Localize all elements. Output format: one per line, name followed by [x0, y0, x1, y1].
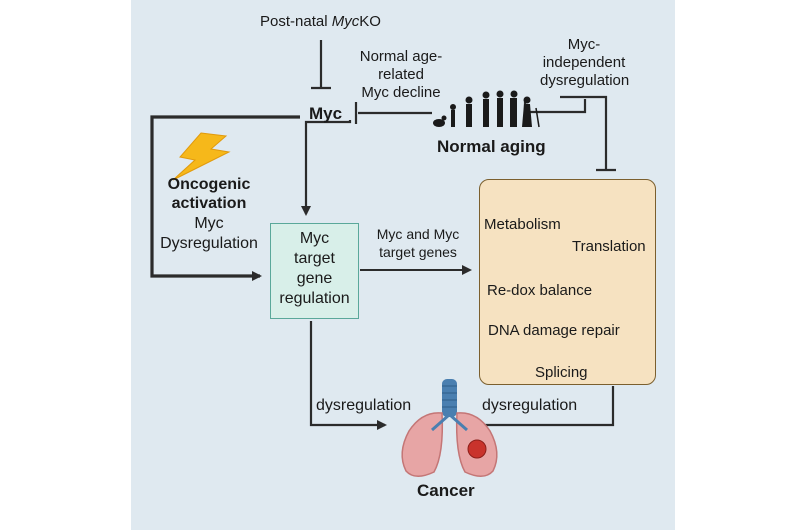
lightning-icon [172, 132, 231, 181]
myc-independent-line-3: dysregulation [540, 72, 630, 89]
metabolism-label: Metabolism [484, 216, 561, 233]
oncogenic-line-1: Oncogenic [167, 176, 251, 193]
postnatal-suffix: KO [359, 13, 381, 30]
oncogenic-line-4: Dysregulation [160, 235, 258, 252]
normal-aging-label: Normal aging [437, 137, 546, 156]
lungs-icon [401, 379, 498, 477]
cancer-label: Cancer [417, 481, 475, 500]
postnatal-ko-label: Post-natal MycKO [260, 13, 381, 30]
myc-independent-line-1: Myc- [567, 36, 601, 53]
normal-age-line-3: Myc decline [361, 84, 441, 101]
postnatal-prefix: Post-natal [260, 13, 332, 30]
translation-label: Translation [572, 238, 646, 255]
inhibition-myc-independent [523, 95, 616, 172]
gene-box-line-2: target [294, 250, 335, 267]
cellular-processes-box [479, 179, 656, 385]
arrow-gene-to-cancer [309, 321, 387, 430]
dysregulation-left-label: dysregulation [316, 397, 412, 414]
myc-independent-line-2: independent [542, 54, 626, 71]
inhibition-postnatal-ko [311, 40, 331, 90]
myc-targets-line-1: Myc and Myc [376, 226, 460, 242]
myc-targets-line-2: target genes [379, 244, 457, 260]
redox-label: Re-dox balance [487, 282, 593, 299]
dysregulation-right-label: dysregulation [482, 397, 578, 414]
oncogenic-line-2: activation [171, 195, 247, 212]
normal-age-line-1: Normal age- [359, 48, 443, 65]
aging-silhouettes-icon [433, 90, 540, 128]
myc-node-label: Myc [309, 104, 343, 123]
postnatal-italic-myc: Myc [331, 13, 360, 30]
normal-age-line-2: related [378, 66, 424, 83]
gene-box-line-1: Myc [299, 230, 330, 247]
arrow-myc-to-gene-box [301, 120, 352, 216]
gene-box-line-3: gene [296, 270, 333, 287]
arrow-oncogenic-to-gene-box [150, 115, 300, 281]
splicing-label: Splicing [535, 364, 588, 381]
gene-regulation-box [270, 223, 359, 319]
gene-box-line-4: regulation [279, 290, 350, 307]
arrow-process-to-cancer [471, 386, 615, 430]
dna-repair-label: DNA damage repair [488, 322, 620, 339]
inhibition-aging-myc [354, 102, 432, 124]
oncogenic-line-3: Myc [194, 215, 224, 232]
